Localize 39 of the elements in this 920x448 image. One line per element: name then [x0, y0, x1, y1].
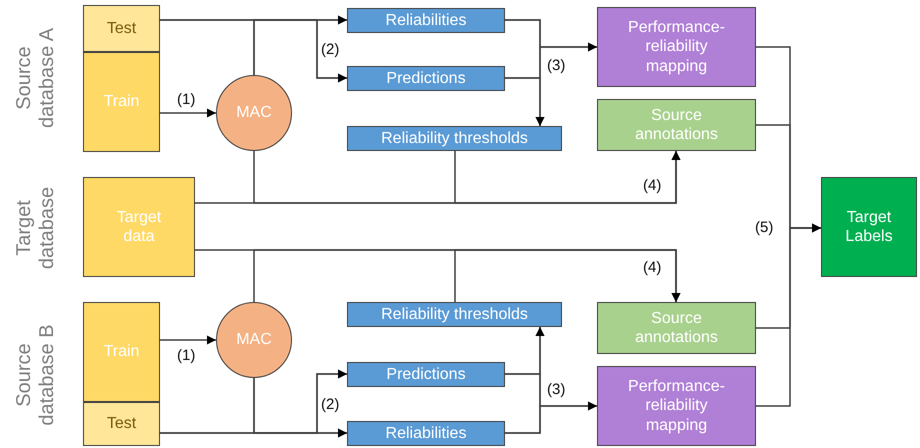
- edge-label: (2): [320, 42, 340, 58]
- test-split-box: Test: [83, 5, 160, 52]
- process-box: Reliability thresholds: [347, 302, 562, 327]
- process-box: Source annotations: [597, 99, 756, 151]
- arrow: [454, 151, 680, 204]
- edge-label: (1): [176, 348, 196, 364]
- process-box: Performance-reliability mapping: [597, 366, 756, 446]
- train-split-box: Train: [83, 302, 160, 402]
- train-split-box: Train: [83, 52, 160, 152]
- arrow: [160, 108, 216, 118]
- process-box: Reliability thresholds: [347, 126, 562, 151]
- edge-label: (4): [642, 178, 662, 194]
- output-box: Target Labels: [821, 177, 917, 277]
- arrow: [160, 336, 216, 344]
- arrow: [454, 249, 680, 302]
- test-split-box: Test: [83, 402, 160, 446]
- arrow: [756, 224, 821, 407]
- side-label: Source database B: [13, 323, 59, 428]
- process-box: Source annotations: [597, 302, 756, 354]
- arrow: [253, 370, 347, 434]
- process-box: Predictions: [347, 66, 505, 91]
- process-box: Predictions: [347, 362, 505, 387]
- edge-label: (3): [546, 382, 566, 398]
- edge-label: (4): [642, 260, 662, 276]
- side-label: Target database: [13, 186, 59, 272]
- arrow: [505, 77, 544, 126]
- edge-label: (3): [546, 58, 566, 74]
- process-box: Reliabilities: [347, 421, 505, 446]
- model-circle: MAC: [216, 302, 292, 378]
- arrow: [505, 327, 544, 375]
- edge-label: (2): [320, 396, 340, 413]
- side-label: Source database A: [13, 26, 59, 130]
- edge-label: (5): [754, 220, 774, 236]
- process-box: Performance-reliability mapping: [597, 7, 756, 87]
- edge-label: (1): [176, 92, 196, 108]
- data-box: Target data: [83, 177, 195, 277]
- arrow: [253, 19, 347, 82]
- process-box: Reliabilities: [347, 8, 505, 33]
- model-circle: MAC: [216, 75, 292, 151]
